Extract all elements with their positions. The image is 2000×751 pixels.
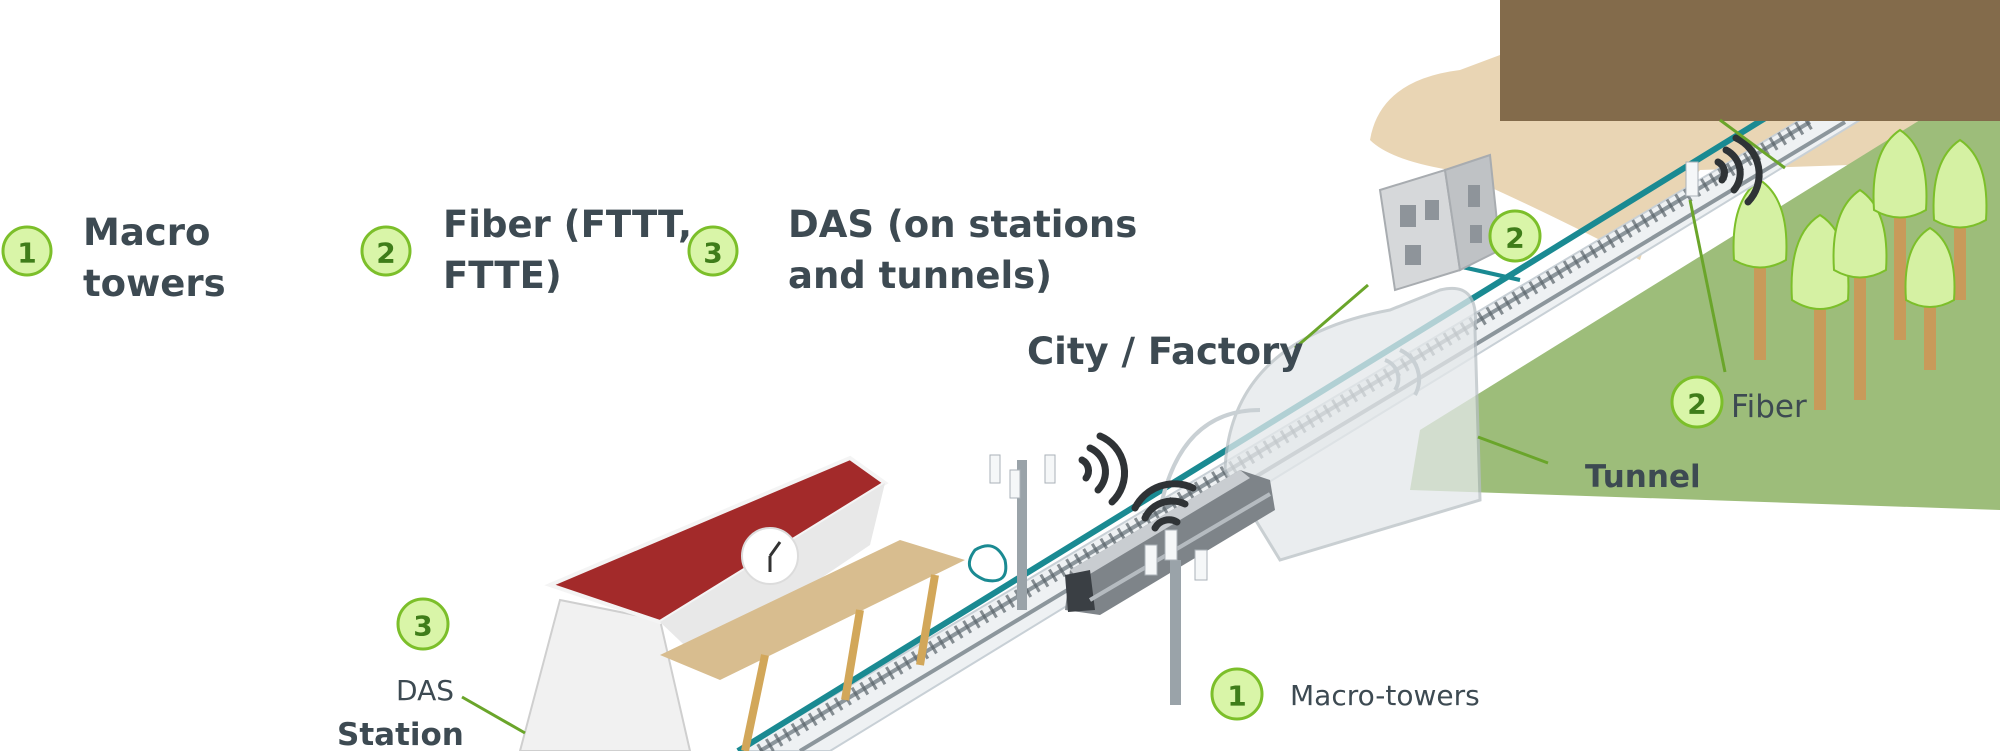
tree-group [1732,128,1988,410]
svg-text:2: 2 [1505,222,1524,255]
svg-text:2: 2 [1687,388,1706,421]
svg-text:3: 3 [413,610,432,643]
legend-label-line2: towers [83,262,226,305]
das-badge: 3 [396,597,450,651]
legend-item-fiber: 2 Fiber (FTTT, FTTE) [360,203,692,297]
train-station [518,455,965,751]
city-buildings [1378,153,1502,292]
macro-towers-badge: 1 [1210,667,1264,721]
wifi-signal-icon [1714,134,1763,206]
legend-label-line2: FTTE) [443,254,562,297]
svg-text:2: 2 [376,237,395,270]
legend-badge-1: 1 [1,225,53,277]
legend-badge-2: 2 [360,225,412,277]
das-label: DAS [396,674,454,707]
legend-label-line1: Fiber (FTTT, [443,203,692,246]
svg-text:3: 3 [703,237,722,270]
wifi-signal-icon [1131,480,1197,532]
city-factory-label: City / Factory [1027,330,1303,373]
wifi-signal-icon [1078,432,1128,506]
city-fiber-badge: 2 [1488,209,1542,263]
legend-badge-3: 3 [687,225,739,277]
fiber-label: Fiber [1731,389,1807,425]
macro-tower-front [1144,529,1208,705]
tunnel [1158,287,1482,562]
macro-tower-rear [989,454,1056,610]
legend-label-line1: DAS (on stations [788,203,1137,246]
leader-lines [461,118,1786,735]
station-label: Station [337,717,464,751]
legend-item-das: 3 DAS (on stations and tunnels) [687,203,1137,297]
tunnel-label: Tunnel [1585,459,1701,495]
legend-label-line1: Macro [83,211,210,254]
macro-towers-label: Macro-towers [1290,679,1480,712]
legend-item-macro-towers: 1 Macro towers [1,211,226,305]
legend-label-line2: and tunnels) [788,254,1052,297]
svg-text:1: 1 [1227,680,1246,713]
svg-text:1: 1 [17,237,36,270]
redaction-overlay [1500,0,2000,121]
tunnel-antenna [1685,161,1699,197]
fiber-badge: 2 [1670,375,1724,429]
